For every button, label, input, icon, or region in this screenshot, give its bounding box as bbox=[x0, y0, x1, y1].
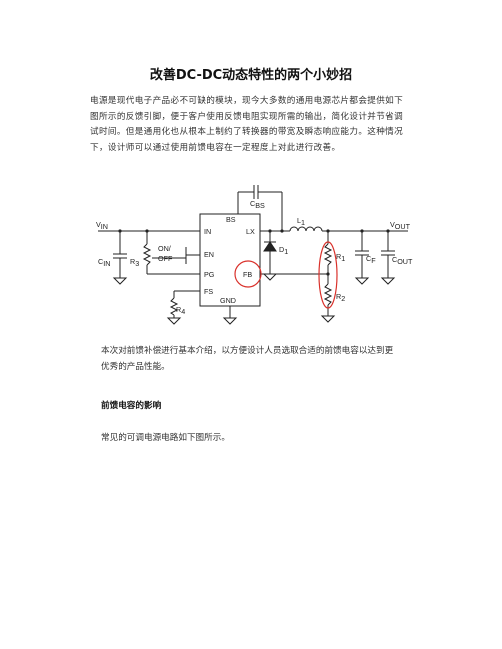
document-title: 改善DC-DC动态特性的两个小妙招 bbox=[149, 68, 353, 83]
pin-fb: FB bbox=[243, 270, 252, 279]
circuit-schematic: VIN VOUT CIN R3 ON/ OFF CBS L1 D1 R1 R2 … bbox=[96, 185, 413, 325]
r1-resistor bbox=[323, 243, 333, 266]
r1-label: R1 bbox=[336, 252, 345, 263]
cbs-label: CBS bbox=[250, 199, 265, 210]
section-paragraph: 常见的可调电源电路如下图所示。 bbox=[101, 433, 230, 443]
off-label: OFF bbox=[158, 254, 173, 263]
fb-highlight bbox=[234, 260, 262, 288]
d1-label: D1 bbox=[279, 245, 288, 256]
pin-lx: LX bbox=[246, 227, 255, 236]
vin-label: VIN bbox=[96, 220, 108, 231]
ground-symbols bbox=[112, 273, 396, 325]
on-label: ON/ bbox=[158, 244, 171, 253]
vout-label: VOUT bbox=[390, 220, 411, 231]
cout-label: COUT bbox=[392, 255, 413, 266]
cin-label: CIN bbox=[98, 257, 110, 268]
pin-fs: FS bbox=[204, 287, 213, 296]
section-heading: 前馈电容的影响 bbox=[101, 401, 162, 411]
pin-en: EN bbox=[204, 250, 214, 259]
pin-pg: PG bbox=[204, 270, 215, 279]
intro2-paragraph: 本次对前馈补偿进行基本介绍，以方便设计人员选取合适的前馈电容以达到更优秀的产品性… bbox=[101, 346, 394, 372]
pin-in: IN bbox=[204, 227, 211, 236]
r2-label: R2 bbox=[336, 292, 345, 303]
highlights bbox=[234, 241, 338, 309]
r3-resistor bbox=[142, 243, 152, 266]
r4-label: R4 bbox=[176, 305, 185, 316]
circuit-diagram: VIN VOUT CIN R3 ON/ OFF CBS L1 D1 R1 R2 … bbox=[90, 178, 416, 337]
r2-resistor bbox=[323, 283, 333, 306]
r3-label: R3 bbox=[130, 257, 139, 268]
pin-gnd: GND bbox=[220, 296, 236, 305]
intro-paragraph: 电源是现代电子产品必不可缺的模块，现今大多数的通用电源芯片都会提供如下图所示的反… bbox=[90, 96, 404, 153]
cf-label: CF bbox=[366, 254, 376, 265]
pin-bs: BS bbox=[226, 215, 236, 224]
l1-label: L1 bbox=[297, 216, 305, 227]
divider-highlight bbox=[318, 241, 338, 309]
junction-dots bbox=[118, 229, 390, 276]
l1-inductor bbox=[289, 226, 323, 232]
r4-resistor bbox=[169, 297, 179, 316]
